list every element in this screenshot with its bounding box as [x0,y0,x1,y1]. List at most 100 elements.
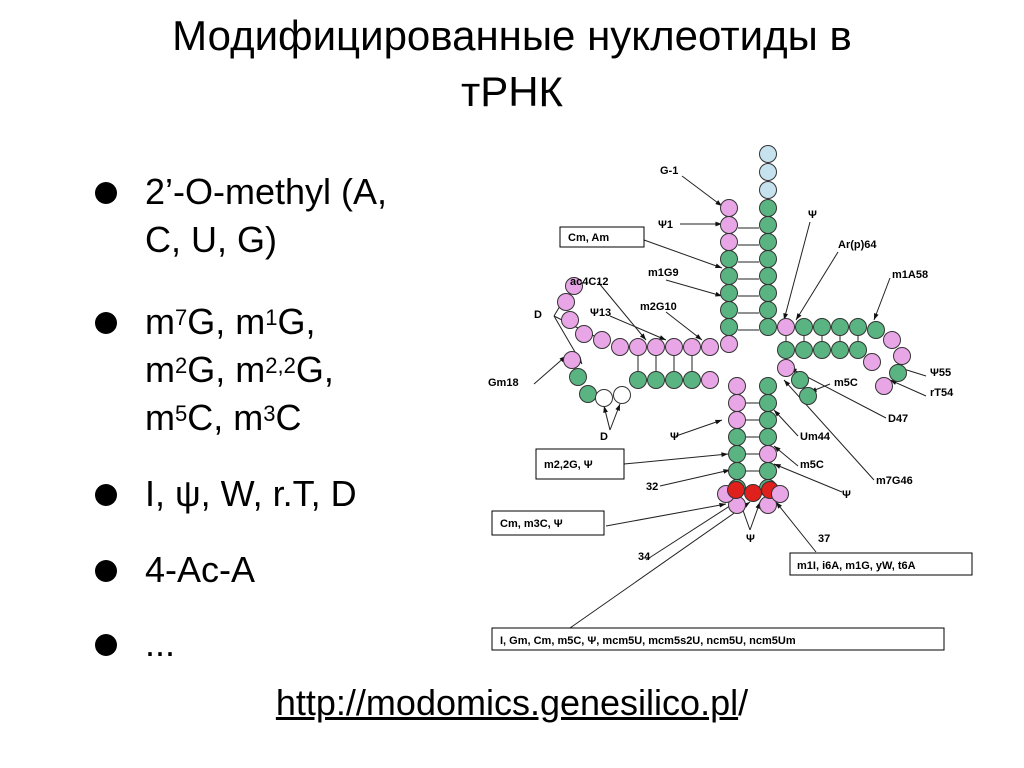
bullet-text: m2G, m2,2G, [145,346,334,394]
nucleotide-d-arm [666,339,683,356]
label-d-bottom: D [600,431,608,443]
nucleotide-t-arm [832,342,849,359]
nucleotide-t-arm [778,342,795,359]
nucleotide-anticodon-stem [729,446,746,463]
label-psi-anticodon: Ψ [746,533,755,545]
label-psi: Ψ [670,431,679,443]
nucleotide-acceptor-stem [760,234,777,251]
nucleotide-acceptor-stem [760,268,777,285]
annotation-arrow [644,240,722,268]
nucleotide-acceptor-end [760,146,777,163]
arrow-head [721,452,728,457]
label-37: 37 [818,533,830,545]
nucleotide-d-loop [570,369,587,386]
bullet-dot-icon [95,182,117,204]
nucleotide-acceptor-stem [760,251,777,268]
title-line-2: тРНК [0,64,1024,120]
nucleotide-acceptor-stem [760,217,777,234]
trna-cloverleaf-diagram: Cm, Am m2,2G, Ψ Cm, m3C, Ψ m1I, i6A, m1G… [470,140,990,670]
nucleotide-d-loop [558,294,575,311]
nucleotide-variable-loop [792,372,809,389]
box-m22g-psi: m2,2G, Ψ [536,449,624,479]
svg-text:m2,2G, Ψ: m2,2G, Ψ [544,459,593,471]
label-d: D [534,309,542,321]
svg-text:Cm, Am: Cm, Am [568,232,609,244]
bullet-text: C, U, G) [145,216,387,264]
svg-text:I, Gm, Cm, m5C, Ψ, mcm5U, mcm5: I, Gm, Cm, m5C, Ψ, mcm5U, mcm5s2U, ncm5U… [500,635,796,647]
nucleotide-acceptor-end [760,164,777,181]
annotation-arrow [666,280,722,296]
label-rt54: rT54 [930,387,954,399]
nucleotide-t-arm [778,319,795,336]
nucleotide-d-arm [684,372,701,389]
nucleotide-t-arm [796,342,813,359]
nucleotide-t-arm [832,319,849,336]
nucleotide-anticodon-stem [729,463,746,480]
label-ar-p-64: Ar(p)64 [838,239,877,251]
nucleotide-acceptor-stem [721,217,738,234]
label-m1a58: m1A58 [892,269,928,281]
nucleotide-variable-loop [778,360,795,377]
nucleotide-d-arm [702,372,719,389]
nucleotide-d-arm [612,339,629,356]
nucleotide-t-loop [876,378,893,395]
nucleotide-acceptor-stem [721,336,738,353]
label-m5c-variable: m5C [800,459,824,471]
nucleotide-d-loop [562,312,579,329]
annotation-arrow [784,222,810,320]
annotation-arrow [776,502,816,552]
nucleotide-t-arm [814,319,831,336]
nucleotide-anticodon-stem [729,412,746,429]
svg-text:m1I, i6A, m1G, yW, t6A: m1I, i6A, m1G, yW, t6A [797,560,916,572]
label-gm18: Gm18 [488,377,519,389]
nucleotide-anticodon-stem [729,429,746,446]
nucleotide-acceptor-stem [760,285,777,302]
label-um44: Um44 [800,431,831,443]
annotation-arrow [682,176,722,206]
label-psi55: Ψ55 [930,367,951,379]
nucleotide-acceptor-stem [721,285,738,302]
nucleotide-anticodon-stem [760,446,777,463]
arrow-head [603,406,608,413]
nucleotide-anticodon-loop [772,486,789,503]
bullet-dot-icon [95,484,117,506]
arrow-head [719,503,726,508]
bullet-dot-icon [95,560,117,582]
nucleotide-acceptor-stem [760,302,777,319]
arrow-head [715,264,722,269]
label-m5c: m5C [834,377,858,389]
box-cm-m3c-psi: Cm, m3C, Ψ [492,511,604,535]
arrow-head [874,313,879,320]
nucleotide-acceptor-stem [760,200,777,217]
nucleotide-acceptor-stem [721,200,738,217]
nucleotide-t-arm [868,322,885,339]
modomics-link[interactable]: http://modomics.genesilico.pl [276,682,738,723]
box-position-34: I, Gm, Cm, m5C, Ψ, mcm5U, mcm5s2U, ncm5U… [492,628,944,650]
nucleotide-d-loop [576,326,593,343]
annotation-arrow [666,312,702,340]
nucleotide-t-arm [850,342,867,359]
label-psi: Ψ [808,209,817,221]
arrow-head [715,420,722,425]
nucleotide-anticodon-stem [760,395,777,412]
nucleotide-acceptor-stem [721,251,738,268]
nucleotide-d-arm [594,332,611,349]
nucleotide-anticodon-stem [729,395,746,412]
nucleotide-d-loop [614,387,631,404]
nucleotide-d-loop [580,386,597,403]
nucleotide-d-arm [702,339,719,356]
nucleotide-t-arm [850,319,867,336]
label-d47: D47 [888,413,908,425]
nucleotide-t-arm [864,354,881,371]
nucleotide-variable-loop [800,388,817,405]
box-position-37: m1I, i6A, m1G, yW, t6A [790,553,972,575]
nucleotide-t-loop [890,365,907,382]
nucleotide-acceptor-stem [721,302,738,319]
label-psi1: Ψ1 [658,219,673,231]
nucleotide-d-loop [596,390,613,407]
annotation-arrow [874,278,890,320]
bullet-dot-icon [95,312,117,334]
label-psi13: Ψ13 [590,307,611,319]
slide-title: Модифицированные нуклеотиды в тРНК [0,8,1024,120]
bullet-text: m5C, m3C [145,394,334,442]
